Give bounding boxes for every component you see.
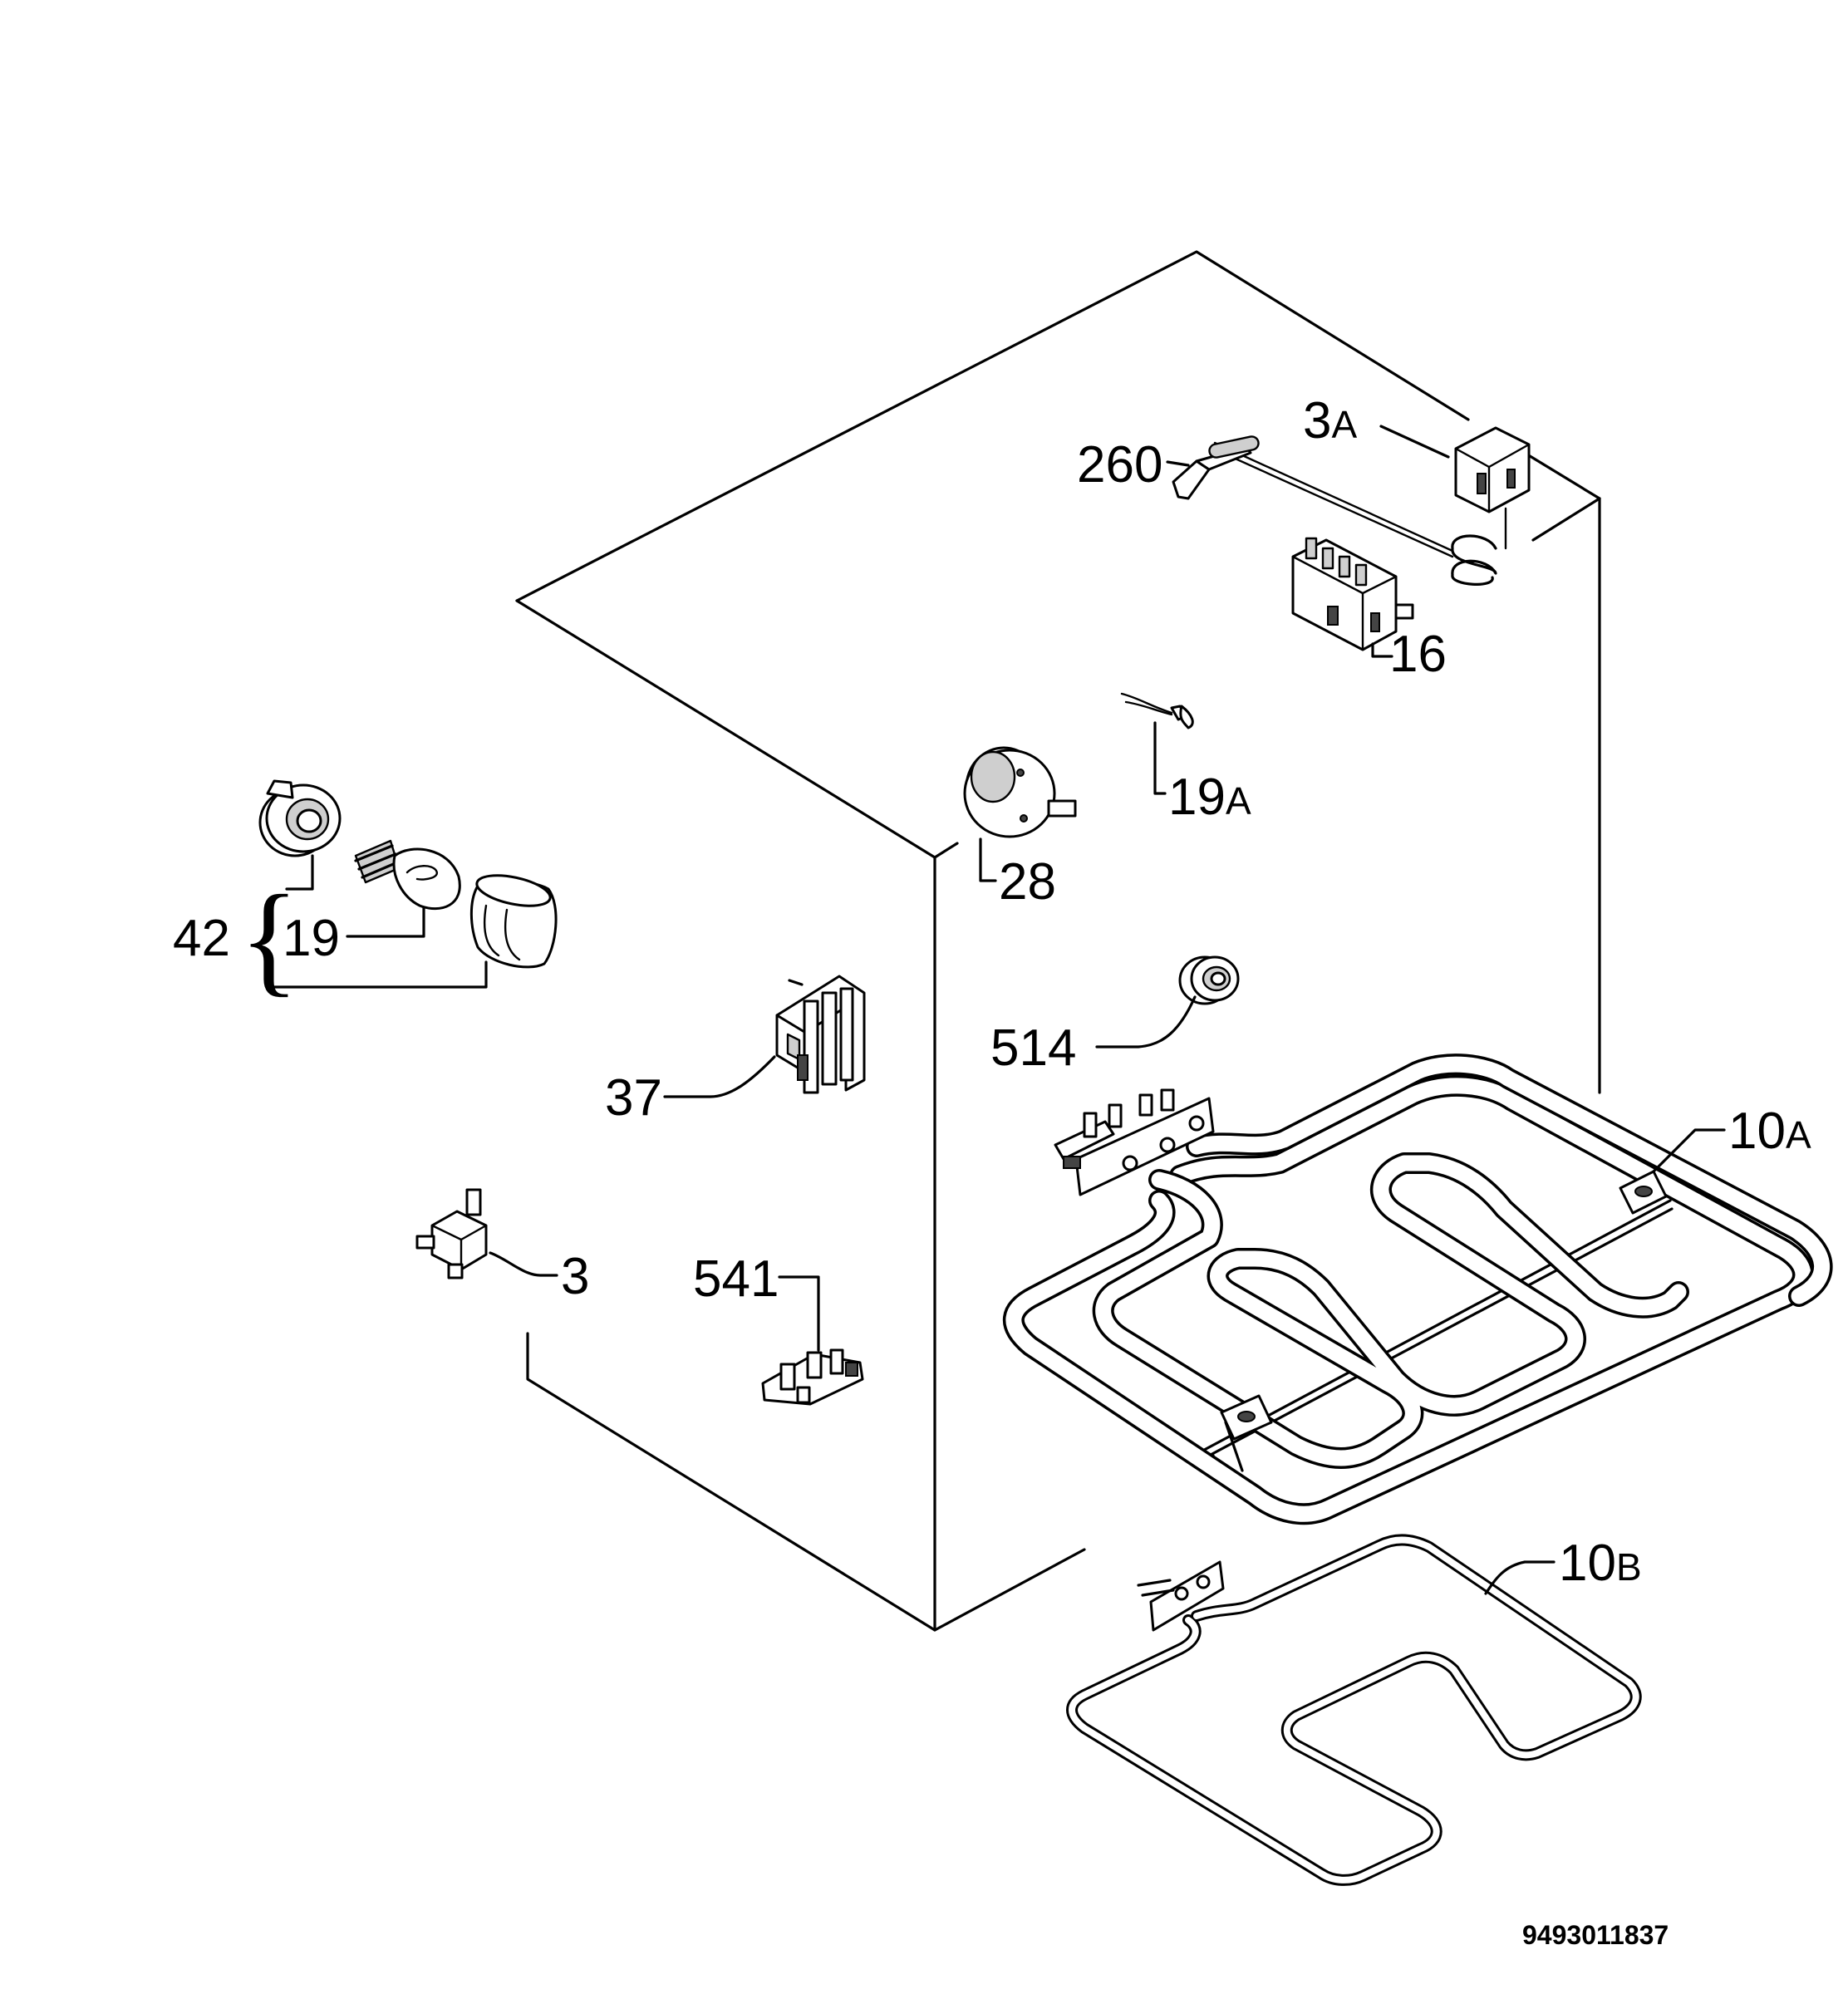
part-3-connector [415,1188,558,1279]
part-19a-wire [1120,692,1194,795]
label-10b-suffix: B [1616,1545,1642,1589]
part-3a-thermostat [1212,425,1531,586]
svg-text:10B: 10B [1559,1535,1642,1592]
label-28: 28 [999,853,1056,911]
label-19a-suffix: A [1226,779,1251,823]
label-10a-suffix: A [1786,1113,1811,1157]
drawing-code: 9493011837 [1522,1920,1669,1950]
label-16: 16 [1389,626,1447,683]
cabinet-outline [515,250,1601,1632]
part-19-lamp-bulb [346,839,461,938]
label-10b-number: 10 [1559,1535,1616,1592]
label-3: 3 [561,1248,589,1305]
label-19: 19 [283,910,340,967]
part-260-clip [1166,435,1260,500]
svg-text:19A: 19A [1168,769,1251,826]
part-37-terminal-block [663,975,866,1098]
part-28-knob [963,746,1077,882]
part-42-lamp-cover [268,874,558,989]
part-42-lamp-holder [258,779,342,891]
label-541: 541 [693,1250,779,1308]
label-19a-number: 19 [1168,769,1226,826]
callout-10a: 10A [1728,1103,1811,1160]
label-10a-number: 10 [1728,1103,1786,1160]
part-16-switch [1291,537,1414,658]
part-10b-bottom-element [1066,1534,1642,1886]
callout-19a: 19A [1168,769,1251,826]
label-42: 42 [173,910,230,967]
label-37: 37 [605,1069,662,1127]
svg-text:10A: 10A [1728,1103,1811,1160]
part-541-terminal-strip [761,1275,864,1406]
part-514-grommet [1095,955,1240,1049]
label-260: 260 [1077,436,1162,494]
svg-text:3A: 3A [1303,392,1357,449]
label-3a-suffix: A [1331,403,1357,446]
callout-10b: 10B [1559,1535,1642,1592]
brace-42: { [239,870,299,1008]
callout-3a: 3A [1303,392,1357,449]
svg-text:{: { [239,870,299,1008]
label-3a-number: 3 [1303,392,1331,449]
label-514: 514 [990,1019,1076,1077]
part-10a-grill-element [1003,1053,1833,1525]
